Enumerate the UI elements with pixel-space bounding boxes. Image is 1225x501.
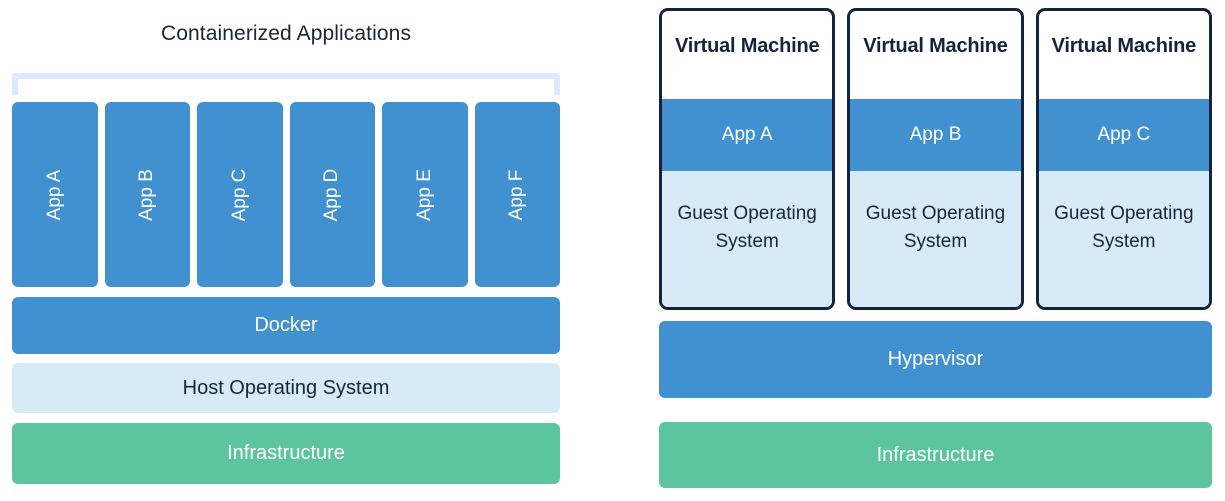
infrastructure-layer-vms[interactable]: Infrastructure [659, 422, 1212, 488]
app-container-f[interactable]: App F [474, 102, 560, 287]
vm-app-band: App A [662, 99, 833, 171]
virtual-machine-title: Virtual Machine [674, 35, 820, 57]
page-title: Containerized Applications [160, 22, 412, 45]
docker-layer[interactable]: Docker [12, 297, 560, 354]
vm-guest-os-band: Guest Operating System [662, 171, 833, 307]
app-container-label: App B [136, 168, 158, 221]
app-container-c[interactable]: App C [197, 102, 283, 287]
app-container-e[interactable]: App E [382, 102, 468, 287]
virtual-machines-panel: Virtual Machine App A Guest Operating Sy… [600, 0, 1225, 501]
virtual-machine-3[interactable]: Virtual Machine App C Guest Operating Sy… [1035, 8, 1212, 310]
virtual-machines-row: Virtual Machine App A Guest Operating Sy… [659, 8, 1212, 310]
containers-bracket [12, 73, 560, 95]
vm-guest-os-band: Guest Operating System [850, 171, 1021, 307]
vm-app-band: App B [850, 99, 1021, 171]
vm-guest-os-band: Guest Operating System [1038, 171, 1209, 307]
app-container-label: App E [413, 168, 435, 221]
containerized-applications-panel: Containerized Applications App A App B A… [0, 0, 600, 501]
app-container-label: App C [228, 168, 250, 221]
app-container-label: App F [506, 169, 528, 220]
infrastructure-layer-containers[interactable]: Infrastructure [12, 423, 560, 484]
app-container-b[interactable]: App B [104, 102, 190, 287]
virtual-machine-title: Virtual Machine [863, 35, 1008, 57]
virtual-machine-2[interactable]: Virtual Machine App B Guest Operating Sy… [847, 8, 1024, 310]
app-container-label: App D [321, 168, 343, 221]
app-container-a[interactable]: App A [12, 102, 98, 287]
vm-app-band: App C [1038, 99, 1209, 171]
app-container-label: App A [43, 169, 65, 220]
app-containers-row: App A App B App C App D App E App F [12, 102, 560, 287]
hypervisor-layer[interactable]: Hypervisor [659, 321, 1212, 398]
app-container-d[interactable]: App D [289, 102, 375, 287]
host-operating-system-layer[interactable]: Host Operating System [12, 363, 560, 413]
virtual-machine-title: Virtual Machine [1051, 35, 1197, 57]
virtual-machine-1[interactable]: Virtual Machine App A Guest Operating Sy… [659, 8, 836, 310]
